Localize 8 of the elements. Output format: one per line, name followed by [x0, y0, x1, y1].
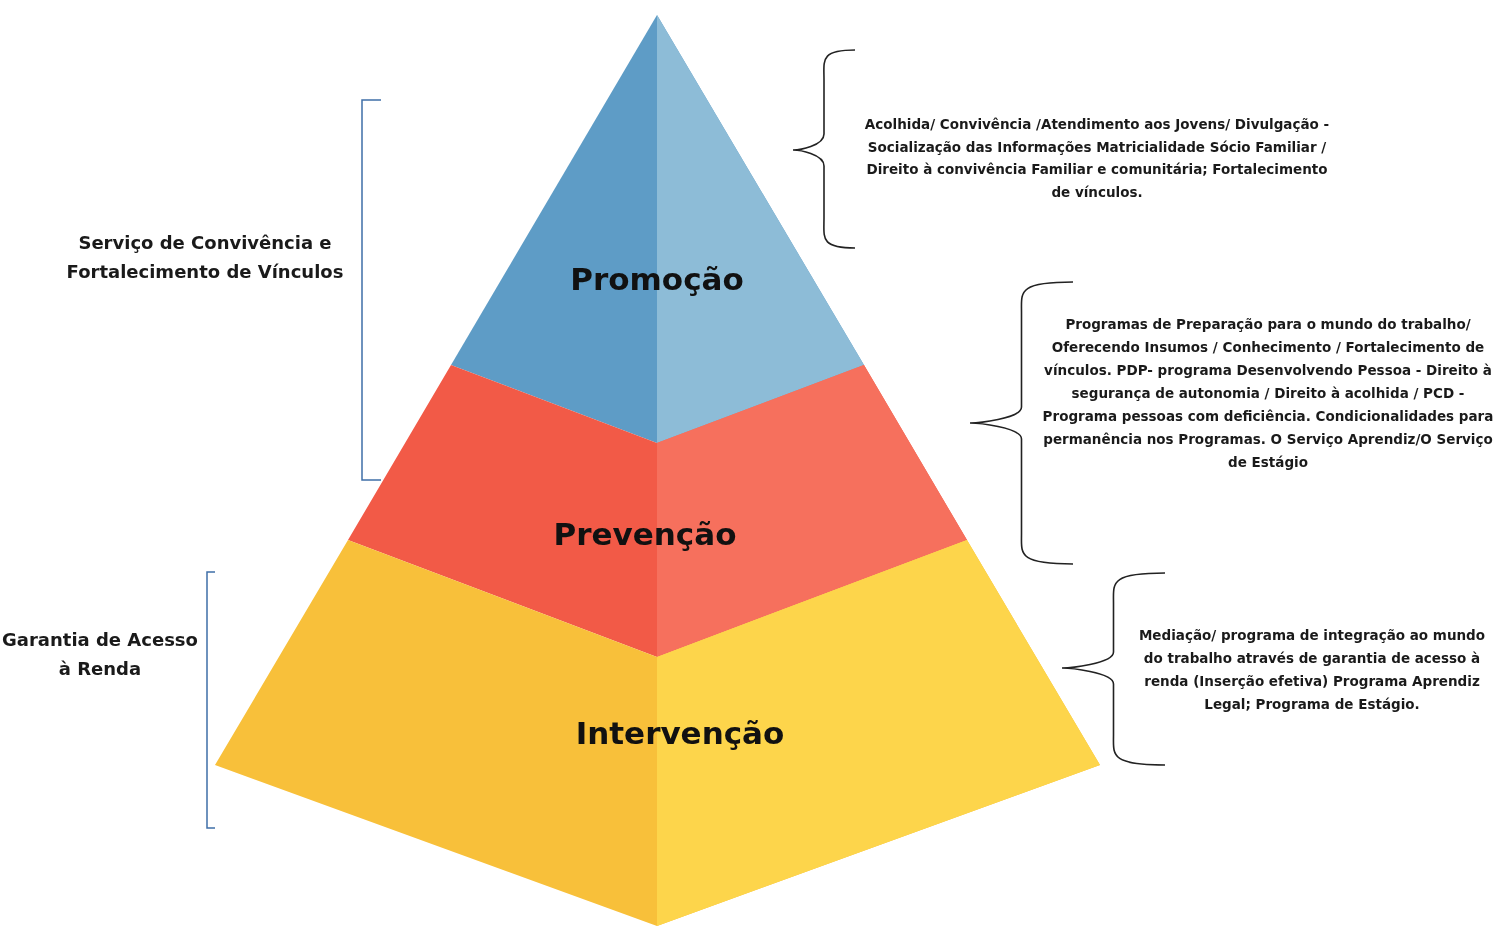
- description-text: Mediação/ programa de integração ao mundo do trabalho através de garantia de acesso à renda (Inserção efetiva) Programa Aprendiz Legal; Programa de Estágio.: [1137, 626, 1487, 714]
- description-text: Acolhida/ Convivência /Atendimento aos Jovens/ Divulgação - Socialização das Informações Matricialidade Sócio Familiar / Direito à convivência Familiar e comunitária; Fortalecimento de vínculos.: [863, 115, 1331, 202]
- level-title: Intervenção: [575, 715, 785, 751]
- description-text: Programas de Preparação para o mundo do trabalho/ Oferecendo Insumos / Conhecimento / Fortalecimento de vínculos. PDP- programa Desenvolvendo Pessoa - Direito à segurança de autonomia / Direito à acolhida / PCD - Programa pessoas com deficiência. Condicionalidades para permanência nos Programas. O Serviço Aprendiz/O Serviço de Estágio: [1041, 315, 1495, 472]
- group-label: Serviço de Convivência e Fortalecimento de Vínculos: [65, 231, 345, 284]
- level-title: Prevenção: [553, 516, 737, 552]
- level-title: Promoção: [570, 261, 744, 297]
- group-label: Garantia de Acesso à Renda: [1, 628, 199, 681]
